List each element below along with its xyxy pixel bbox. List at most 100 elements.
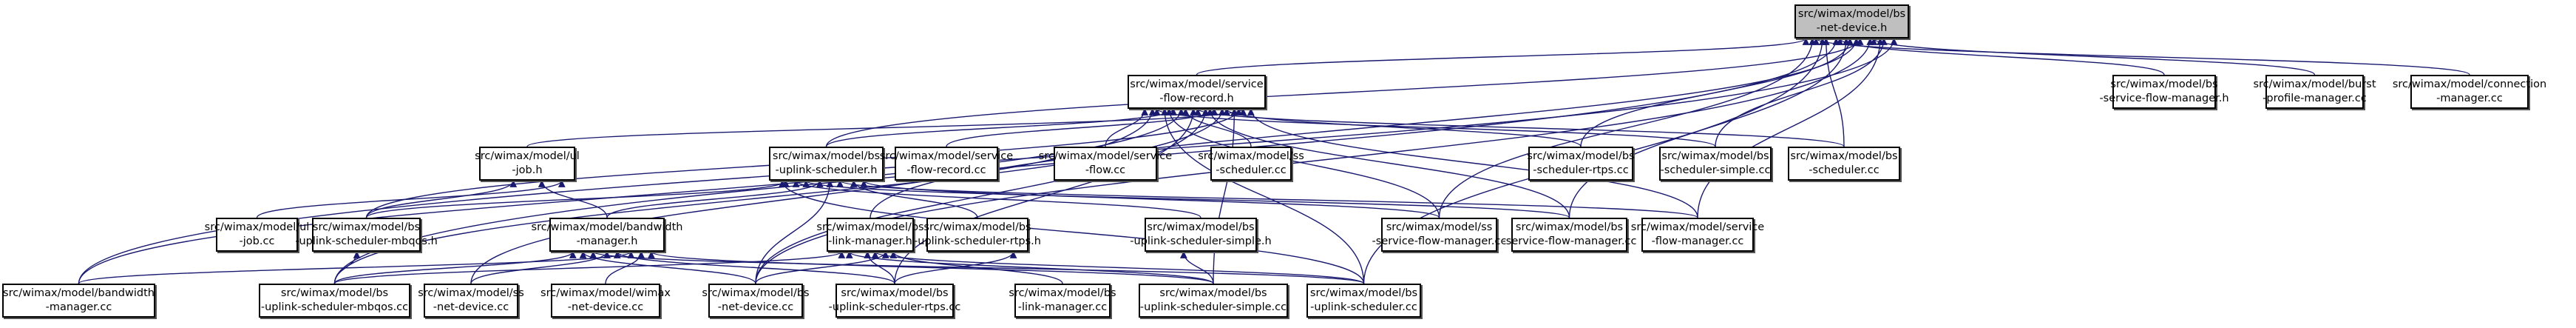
node-bs-uplink-scheduler-h[interactable]: src/wimax/model/bs-uplink-scheduler.h [769,147,884,181]
edge-bs-uplink-scheduler-h-to-service-flow-record-h [825,108,1177,147]
edge-bs-uplink-scheduler-cc-to-service-flow-record-h [1161,108,1365,284]
edge-bs-scheduler-cc-to-service-flow-record-h [1194,108,1845,147]
node-label-line1: src/wimax/model/bs [772,150,881,162]
edge-bs-uplink-scheduler-mbqos-h-to-bs-uplink-scheduler-h [365,180,790,218]
node-bs-scheduler-cc[interactable]: src/wimax/model/bs-scheduler.cc [1788,147,1900,181]
node-label-line1: src/wimax/model/ss [1386,221,1493,233]
node-label-line2: -uplink-scheduler-simple.cc [1139,301,1287,313]
node-bs-service-flow-manager-h[interactable]: src/wimax/model/bs-service-flow-manager.… [2099,75,2229,109]
node-label-line1: src/wimax/model/bs [816,221,924,233]
node-label-line2: -scheduler-simple.cc [1660,164,1771,176]
edge-bs-link-manager-h-to-bs-net-device-h [870,38,1860,218]
node-ss-scheduler-cc[interactable]: src/wimax/model/ss-scheduler.cc [1198,147,1304,181]
node-label-line2: -net-device.cc [567,301,644,313]
node-label-line2: -manager.cc [2436,93,2503,104]
node-ss-net-device-cc[interactable]: src/wimax/model/ss-net-device.cc [418,284,524,318]
node-label-line2: -net-device.cc [433,301,509,313]
node-label-line2: -scheduler-rtps.cc [1533,164,1629,176]
edge-service-flow-manager-cc-to-bs-uplink-scheduler-h [836,180,1698,218]
node-bs-uplink-scheduler-mbqos-h[interactable]: src/wimax/model/bs-uplink-scheduler-mbqo… [295,218,438,252]
node-label-line2: -scheduler.cc [1216,164,1287,176]
node-bs-service-flow-manager-cc[interactable]: src/wimax/model/bs -service-flow-manager.… [1502,218,1636,252]
edge-bs-uplink-scheduler-rtps-cc-to-bs-uplink-scheduler-rtps-h [894,251,1017,284]
node-ul-job-cc[interactable]: src/wimax/model/ul-job.cc [205,218,309,252]
node-bs-net-device-cc[interactable]: src/wimax/model/bs-net-device.cc [702,284,810,318]
node-label-line2: -manager.cc [45,301,112,313]
node-bs-link-manager-h[interactable]: src/wimax/model/bs-link-manager.h [816,218,924,252]
edge-bs-scheduler-simple-cc-to-bs-net-device-h [1715,38,1888,147]
node-label-line2: -service-flow-manager.h [2099,93,2229,104]
node-label-line2: -manager.h [576,235,638,247]
edge-bs-uplink-scheduler-simple-h-to-bs-uplink-scheduler-h [792,180,1201,218]
edge-bs-uplink-scheduler-h-to-bs-net-device-h [825,38,1864,147]
node-label-line1: src/wimax/model/bs [1527,150,1635,162]
node-connection-manager-cc[interactable]: src/wimax/model/connection-manager.cc [2393,75,2546,109]
node-label-line1: src/wimax/model/bs [702,287,810,299]
edge-bs-scheduler-rtps-cc-to-service-flow-record-h [1223,108,1582,147]
node-bs-scheduler-simple-cc[interactable]: src/wimax/model/bs-scheduler-simple.cc [1659,147,1772,181]
node-label-line2: -flow-record.cc [906,164,986,176]
node-ul-job-h[interactable]: src/wimax/model/ul-job.h [475,147,580,181]
edge-bs-scheduler-simple-cc-to-service-flow-record-h [1153,108,1716,147]
edge-service-flow-record-h-to-bs-net-device-h [1196,38,1810,76]
edge-bs-net-device-cc-to-service-flow-record-h [755,108,1210,284]
node-label-line1: src/wimax/model/bandwidth [531,221,683,233]
node-bs-uplink-scheduler-rtps-cc[interactable]: src/wimax/model/bs-uplink-scheduler-rtps… [829,284,960,318]
node-service-flow-record-h[interactable]: src/wimax/model/service-flow-record.h [1128,75,1266,109]
edge-bs-service-flow-manager-cc-to-bs-uplink-scheduler-h [802,180,1570,218]
node-bs-link-manager-cc[interactable]: src/wimax/model/bs-link-manager.cc [1009,284,1116,318]
edge-ul-job-h-to-service-flow-record-h [526,108,1247,147]
node-label-line2: -flow-record.h [1159,93,1234,104]
node-label-line2: -uplink-scheduler-simple.h [1130,235,1272,247]
edge-burst-profile-manager-cc-to-bs-net-device-h [1870,38,2316,76]
node-label-line1: src/wimax/model/ul [475,150,580,162]
node-label-line1: src/wimax/model/service [1038,150,1173,162]
node-bs-uplink-scheduler-rtps-h[interactable]: src/wimax/model/bs-uplink-scheduler-rtps… [914,218,1041,252]
node-service-flow-record-cc[interactable]: src/wimax/model/service -flow-record.cc [880,147,1013,181]
edge-service-flow-cc-to-service-flow-record-h [1105,108,1149,147]
node-bs-uplink-scheduler-cc[interactable]: src/wimax/model/bs-uplink-scheduler.cc [1306,284,1421,318]
edge-bs-scheduler-cc-to-bs-net-device-h [1822,38,1845,147]
edge-bs-uplink-scheduler-simple-cc-to-bandwidth-manager-h [648,251,1214,284]
edge-service-flow-manager-cc-to-service-flow-record-h [1247,108,1698,218]
node-burst-profile-manager-cc[interactable]: src/wimax/model/burst -profile-manager.cc [2253,75,2376,109]
node-bs-uplink-scheduler-simple-cc[interactable]: src/wimax/model/bs -uplink-scheduler-simp… [1139,284,1288,318]
edge-bs-uplink-scheduler-rtps-cc-to-bs-link-manager-h [864,251,895,284]
node-ss-service-flow-manager-cc[interactable]: src/wimax/model/ss-service-flow-manager.… [1372,218,1506,252]
node-label-line1: src/wimax/model/bs [1515,221,1624,233]
node-label-line1: src/wimax/model/bs [841,287,949,299]
node-label-line1: src/wimax/model/bs [312,221,421,233]
edge-ss-service-flow-manager-cc-to-bs-net-device-h [1438,38,1817,218]
node-label-line1: src/wimax/model/bs [1009,287,1116,299]
node-label-line1: src/wimax/model/burst [2253,78,2376,90]
edge-ss-service-flow-manager-cc-to-bs-uplink-scheduler-h [860,180,1440,218]
edge-bs-uplink-scheduler-simple-cc-to-service-flow-record-h [1213,108,1238,284]
node-label-line1: src/wimax/model/service [1630,221,1765,233]
node-label-line2: -service-flow-manager.cc [1502,235,1637,247]
node-label-line2: -net-device.h [1816,22,1888,34]
edge-ul-job-cc-to-ul-job-h [256,180,566,218]
node-wimax-net-device-cc[interactable]: src/wimax/model/wimax-net-device.cc [540,284,671,318]
node-service-flow-cc[interactable]: src/wimax/model/service-flow.cc [1039,147,1172,181]
node-label-line1: src/wimax/model/bs [1159,287,1267,299]
node-label-line2: -job.cc [239,235,275,247]
edge-bs-uplink-scheduler-rtps-h-to-bs-uplink-scheduler-h [850,180,978,218]
node-bs-net-device-h[interactable]: src/wimax/model/bs-net-device.h [1794,4,1909,39]
node-bs-uplink-scheduler-mbqos-cc[interactable]: src/wimax/model/bs-uplink-scheduler-mbqo… [259,284,410,318]
node-label-line1: src/wimax/model/bandwidth [3,287,155,299]
node-bandwidth-manager-h[interactable]: src/wimax/model/bandwidth -manager.h [532,218,682,252]
edge-ss-net-device-cc-to-service-flow-record-h [470,108,1156,284]
edge-bs-uplink-scheduler-mbqos-cc-to-bandwidth-manager-h [333,251,577,284]
node-bs-uplink-scheduler-simple-h[interactable]: src/wimax/model/bs-uplink-scheduler-simp… [1130,218,1272,252]
node-label-line2: -profile-manager.cc [2263,93,2367,104]
node-label-line1: src/wimax/model/bs [923,221,1031,233]
node-service-flow-manager-cc[interactable]: src/wimax/model/service-flow-manager.cc [1631,218,1764,252]
node-bs-scheduler-rtps-cc[interactable]: src/wimax/model/bs -scheduler-rtps.cc [1527,147,1635,181]
node-label-line1: src/wimax/model/service [879,150,1014,162]
edge-bs-uplink-scheduler-cc-to-bs-link-manager-h [871,251,1365,284]
node-label-line1: src/wimax/model/bs [1309,287,1418,299]
edge-bs-uplink-scheduler-simple-cc-to-bs-uplink-scheduler-simple-h [1180,251,1214,284]
node-bandwidth-manager-cc[interactable]: src/wimax/model/bandwidth -manager.cc [2,284,155,318]
node-label-line2: -uplink-scheduler-mbqos.cc [260,301,409,313]
edge-service-flow-manager-cc-to-bs-net-device-h [1697,38,1884,218]
